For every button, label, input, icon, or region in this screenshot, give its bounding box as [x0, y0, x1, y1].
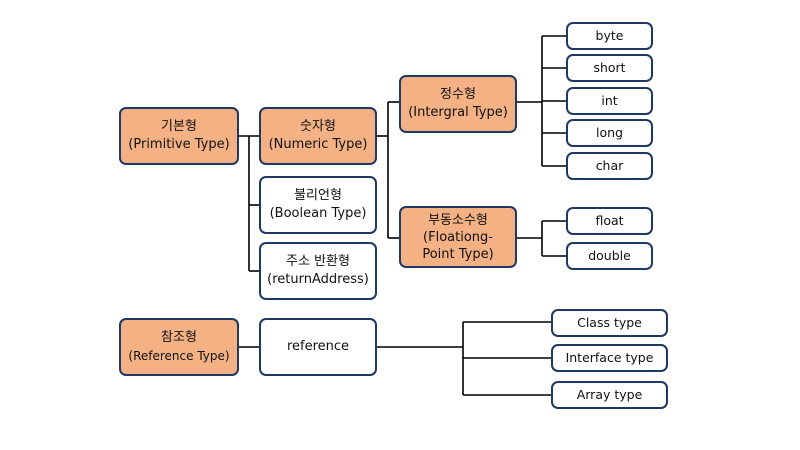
int-node: int — [566, 87, 653, 115]
numeric-type-korean: 숫자형 — [300, 119, 336, 134]
short-node: short — [566, 54, 653, 82]
numeric-type-english: (Numeric Type) — [268, 137, 368, 152]
reference-type-node: 참조형 (Reference Type) — [119, 318, 239, 376]
floating-point-english-1: (Floationg- — [423, 229, 493, 245]
return-address-korean: 주소 반환형 — [286, 254, 350, 269]
double-node: double — [566, 242, 653, 270]
reference-node: reference — [259, 318, 377, 376]
integral-type-english: (Intergral Type) — [408, 105, 508, 120]
primitive-type-english: (Primitive Type) — [128, 137, 230, 152]
class-type-node: Class type — [551, 309, 668, 337]
primitive-type-node: 기본형 (Primitive Type) — [119, 107, 239, 165]
floating-point-english-2: Point Type) — [422, 246, 494, 262]
numeric-type-node: 숫자형 (Numeric Type) — [259, 107, 377, 165]
byte-node: byte — [566, 22, 653, 50]
interface-type-node: Interface type — [551, 344, 668, 372]
boolean-type-korean: 불리언형 — [294, 188, 342, 203]
reference-type-english: (Reference Type) — [128, 349, 230, 363]
floating-point-korean: 부동소수형 — [428, 212, 488, 228]
array-type-node: Array type — [551, 381, 668, 409]
float-node: float — [566, 207, 653, 235]
floating-point-type-node: 부동소수형 (Floationg- Point Type) — [399, 206, 517, 268]
return-address-node: 주소 반환형 (returnAddress) — [259, 242, 377, 300]
long-node: long — [566, 119, 653, 147]
boolean-type-english: (Boolean Type) — [269, 206, 367, 221]
integral-type-korean: 정수형 — [440, 87, 476, 102]
return-address-english: (returnAddress) — [267, 272, 369, 287]
primitive-type-korean: 기본형 — [161, 119, 197, 134]
boolean-type-node: 불리언형 (Boolean Type) — [259, 176, 377, 234]
integral-type-node: 정수형 (Intergral Type) — [399, 75, 517, 133]
reference-type-korean: 참조형 — [161, 330, 197, 345]
char-node: char — [566, 152, 653, 180]
